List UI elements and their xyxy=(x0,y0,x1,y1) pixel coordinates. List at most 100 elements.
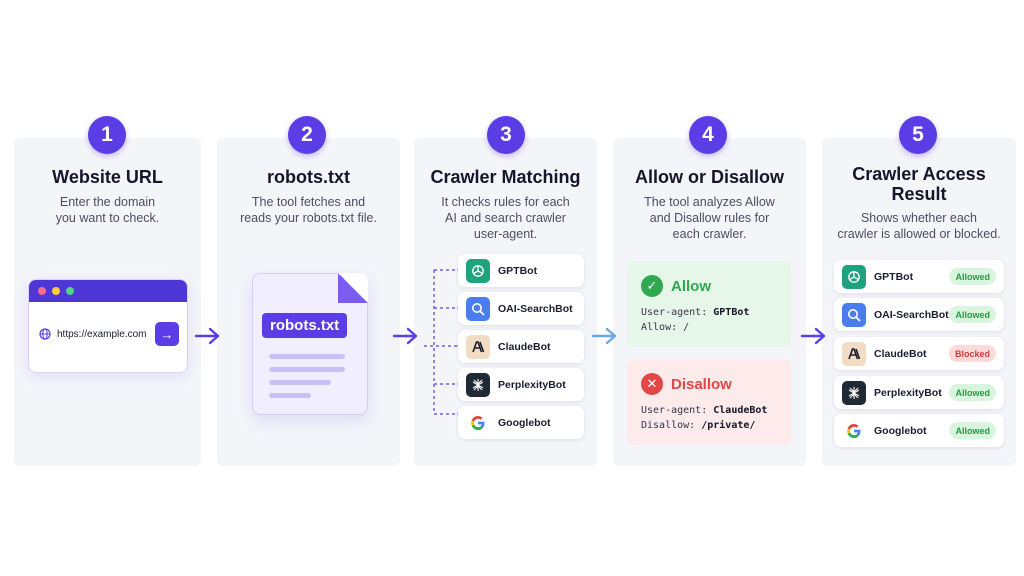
google-icon xyxy=(842,418,866,443)
openai-icon xyxy=(466,258,490,283)
step-4-badge: 4 xyxy=(689,116,727,154)
url-text: https://example.com xyxy=(57,328,147,340)
step-5-title-line: Crawler Access xyxy=(852,164,986,184)
disallow-rule-code: User-agent: ClaudeBot Disallow: /private… xyxy=(641,403,767,433)
step-3-desc: It checks rules for each AI and search c… xyxy=(414,194,597,242)
result-row-perplexitybot: PerplexityBot Allowed xyxy=(834,376,1004,409)
step-3-title: Crawler Matching xyxy=(430,167,581,187)
doc-fold-corner-icon xyxy=(338,273,368,303)
flow-arrow-icon xyxy=(392,327,418,345)
crawler-card-googlebot: Googlebot xyxy=(458,406,584,439)
result-crawler-name: OAI-SearchBot xyxy=(874,308,949,321)
desc-line: you want to check. xyxy=(55,211,160,225)
code-value: /private/ xyxy=(701,420,756,431)
step-3-badge: 3 xyxy=(487,116,525,154)
disallow-title: Disallow xyxy=(671,375,732,393)
result-crawler-name: ClaudeBot xyxy=(874,347,927,360)
anthropic-icon xyxy=(466,334,490,359)
desc-line: The tool fetches and xyxy=(251,195,366,209)
desc-line: AI and search crawler xyxy=(445,211,566,225)
desc-line: reads your robots.txt file. xyxy=(240,211,377,225)
doc-text-line xyxy=(269,393,311,398)
allow-rule-code: User-agent: GPTBot Allow: / xyxy=(641,305,749,335)
result-crawler-name: PerplexityBot xyxy=(874,386,942,399)
disallow-heading: ✕ Disallow xyxy=(641,373,732,395)
status-badge: Allowed xyxy=(949,306,996,323)
crawler-name: OAI-SearchBot xyxy=(498,302,573,315)
desc-line: user-agent. xyxy=(473,227,538,241)
step-2-desc: The tool fetches and reads your robots.t… xyxy=(217,194,400,226)
result-row-oai-searchbot: OAI-SearchBot Allowed xyxy=(834,298,1004,331)
allow-title: Allow xyxy=(671,277,711,295)
crawler-card-gptbot: GPTBot xyxy=(458,254,584,287)
result-crawler-name: GPTBot xyxy=(874,270,914,283)
step-1-desc: Enter the domain you want to check. xyxy=(14,194,201,226)
doc-text-line xyxy=(269,354,345,359)
globe-icon xyxy=(39,328,51,340)
result-row-googlebot: Googlebot Allowed xyxy=(834,414,1004,447)
search-icon xyxy=(842,302,866,327)
flow-arrow-icon xyxy=(194,327,220,345)
desc-line: each crawler. xyxy=(672,227,747,241)
allow-heading: ✓ Allow xyxy=(641,275,711,297)
flow-arrow-icon xyxy=(591,327,617,345)
step-5-title: Crawler Access Result xyxy=(822,164,1016,204)
status-badge: Allowed xyxy=(949,384,996,401)
browser-window: https://example.com → xyxy=(28,279,188,373)
step-1-title: Website URL xyxy=(52,167,163,187)
perplexity-icon xyxy=(842,380,866,405)
crawler-name: GPTBot xyxy=(498,264,538,277)
desc-line: crawler is allowed or blocked. xyxy=(837,227,1001,241)
code-line: User-agent: GPTBot xyxy=(641,305,749,320)
window-dot-green-icon xyxy=(66,287,74,295)
code-line: Disallow: /private/ xyxy=(641,418,767,433)
crawler-name: PerplexityBot xyxy=(498,378,566,391)
code-line: Allow: / xyxy=(641,320,749,335)
browser-title-bar xyxy=(29,280,187,302)
result-row-gptbot: GPTBot Allowed xyxy=(834,260,1004,293)
flow-arrow-icon xyxy=(800,327,826,345)
status-badge: Allowed xyxy=(949,422,996,439)
perplexity-icon xyxy=(466,372,490,397)
crawler-name: ClaudeBot xyxy=(498,340,551,353)
step-1-badge: 1 xyxy=(88,116,126,154)
disallow-rule-box: ✕ Disallow User-agent: ClaudeBot Disallo… xyxy=(627,359,791,445)
doc-text-line xyxy=(269,380,331,385)
crawler-card-claudebot: ClaudeBot xyxy=(458,330,584,363)
crawler-name: Googlebot xyxy=(498,416,551,429)
x-circle-icon: ✕ xyxy=(641,373,663,395)
anthropic-icon xyxy=(842,341,866,366)
window-dot-red-icon xyxy=(38,287,46,295)
crawler-card-oai-searchbot: OAI-SearchBot xyxy=(458,292,584,325)
desc-line: The tool analyzes Allow xyxy=(644,195,775,209)
openai-icon xyxy=(842,264,866,289)
desc-line: Enter the domain xyxy=(59,195,156,209)
result-crawler-name: Googlebot xyxy=(874,424,927,437)
code-label: Allow: xyxy=(641,322,678,333)
code-line: User-agent: ClaudeBot xyxy=(641,403,767,418)
google-icon xyxy=(466,410,490,435)
step-5-badge: 5 xyxy=(899,116,937,154)
code-label: User-agent: xyxy=(641,405,708,416)
desc-line: and Disallow rules for xyxy=(649,211,770,225)
search-icon xyxy=(466,296,490,321)
step-5-desc: Shows whether each crawler is allowed or… xyxy=(822,210,1016,242)
code-value: / xyxy=(683,322,690,333)
url-input[interactable]: https://example.com → xyxy=(39,320,179,348)
check-circle-icon: ✓ xyxy=(641,275,663,297)
allow-rule-box: ✓ Allow User-agent: GPTBot Allow: / xyxy=(627,261,791,347)
code-value: ClaudeBot xyxy=(713,405,768,416)
doc-label: robots.txt xyxy=(262,313,348,338)
crawler-card-perplexitybot: PerplexityBot xyxy=(458,368,584,401)
window-dot-yellow-icon xyxy=(52,287,60,295)
step-2-badge: 2 xyxy=(288,116,326,154)
code-label: User-agent: xyxy=(641,307,708,318)
desc-line: Shows whether each xyxy=(860,211,978,225)
step-2-title: robots.txt xyxy=(267,167,350,187)
result-row-claudebot: ClaudeBot Blocked xyxy=(834,337,1004,370)
step-5-title-line: Result xyxy=(891,184,947,204)
doc-text-line xyxy=(269,367,345,372)
code-label: Disallow: xyxy=(641,420,696,431)
code-value: GPTBot xyxy=(713,307,750,318)
go-button[interactable]: → xyxy=(155,322,179,346)
